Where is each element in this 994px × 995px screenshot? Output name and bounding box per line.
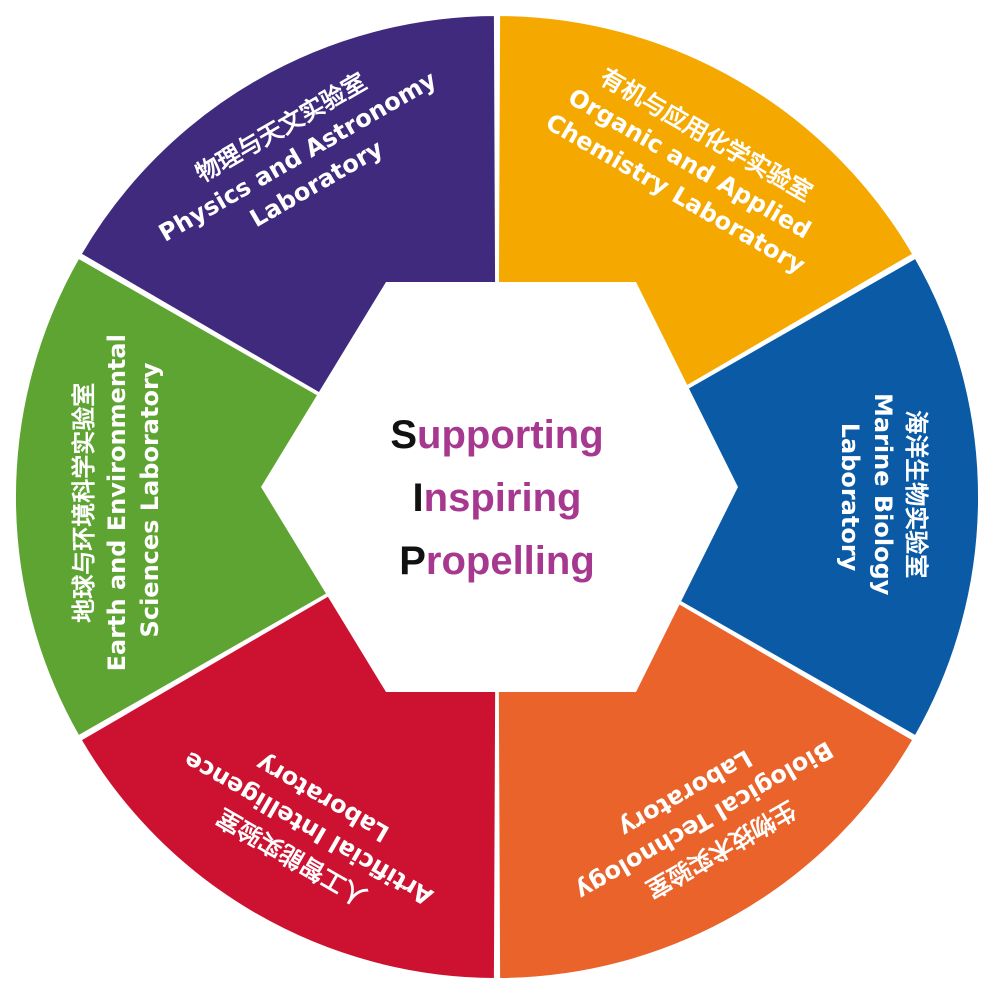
motto-inspiring: Inspiring: [413, 476, 582, 520]
motto-inspiring-initial: I: [413, 476, 424, 520]
motto-propelling: Propelling: [399, 539, 595, 583]
motto-supporting-initial: S: [390, 413, 417, 457]
motto-supporting-rest: upporting: [417, 413, 604, 457]
marine-label-zh: 海洋生物实验室: [902, 410, 930, 578]
earth-label-zh: 地球与环境科学实验室: [70, 383, 98, 623]
motto-propelling-initial: P: [399, 539, 426, 583]
center-hexagon: [261, 282, 738, 692]
marine-label-en-2: Laboratory: [836, 423, 864, 572]
motto-propelling-rest: ropelling: [426, 539, 595, 583]
motto-supporting: Supporting: [390, 413, 603, 457]
segment-earth: [13, 256, 500, 738]
center-motto: Supporting Inspiring Propelling: [390, 413, 603, 583]
earth-label: 地球与环境科学实验室 Earth and Environmental Scien…: [70, 329, 164, 672]
marine-label-en-1: Marine Biology: [869, 393, 897, 596]
marine-label: 海洋生物实验室 Marine Biology Laboratory: [836, 393, 930, 601]
motto-inspiring-rest: nspiring: [424, 476, 582, 520]
earth-label-en-1: Earth and Environmental: [103, 334, 131, 671]
segment-marine: [494, 256, 981, 738]
earth-label-en-2: Sciences Laboratory: [136, 362, 164, 637]
